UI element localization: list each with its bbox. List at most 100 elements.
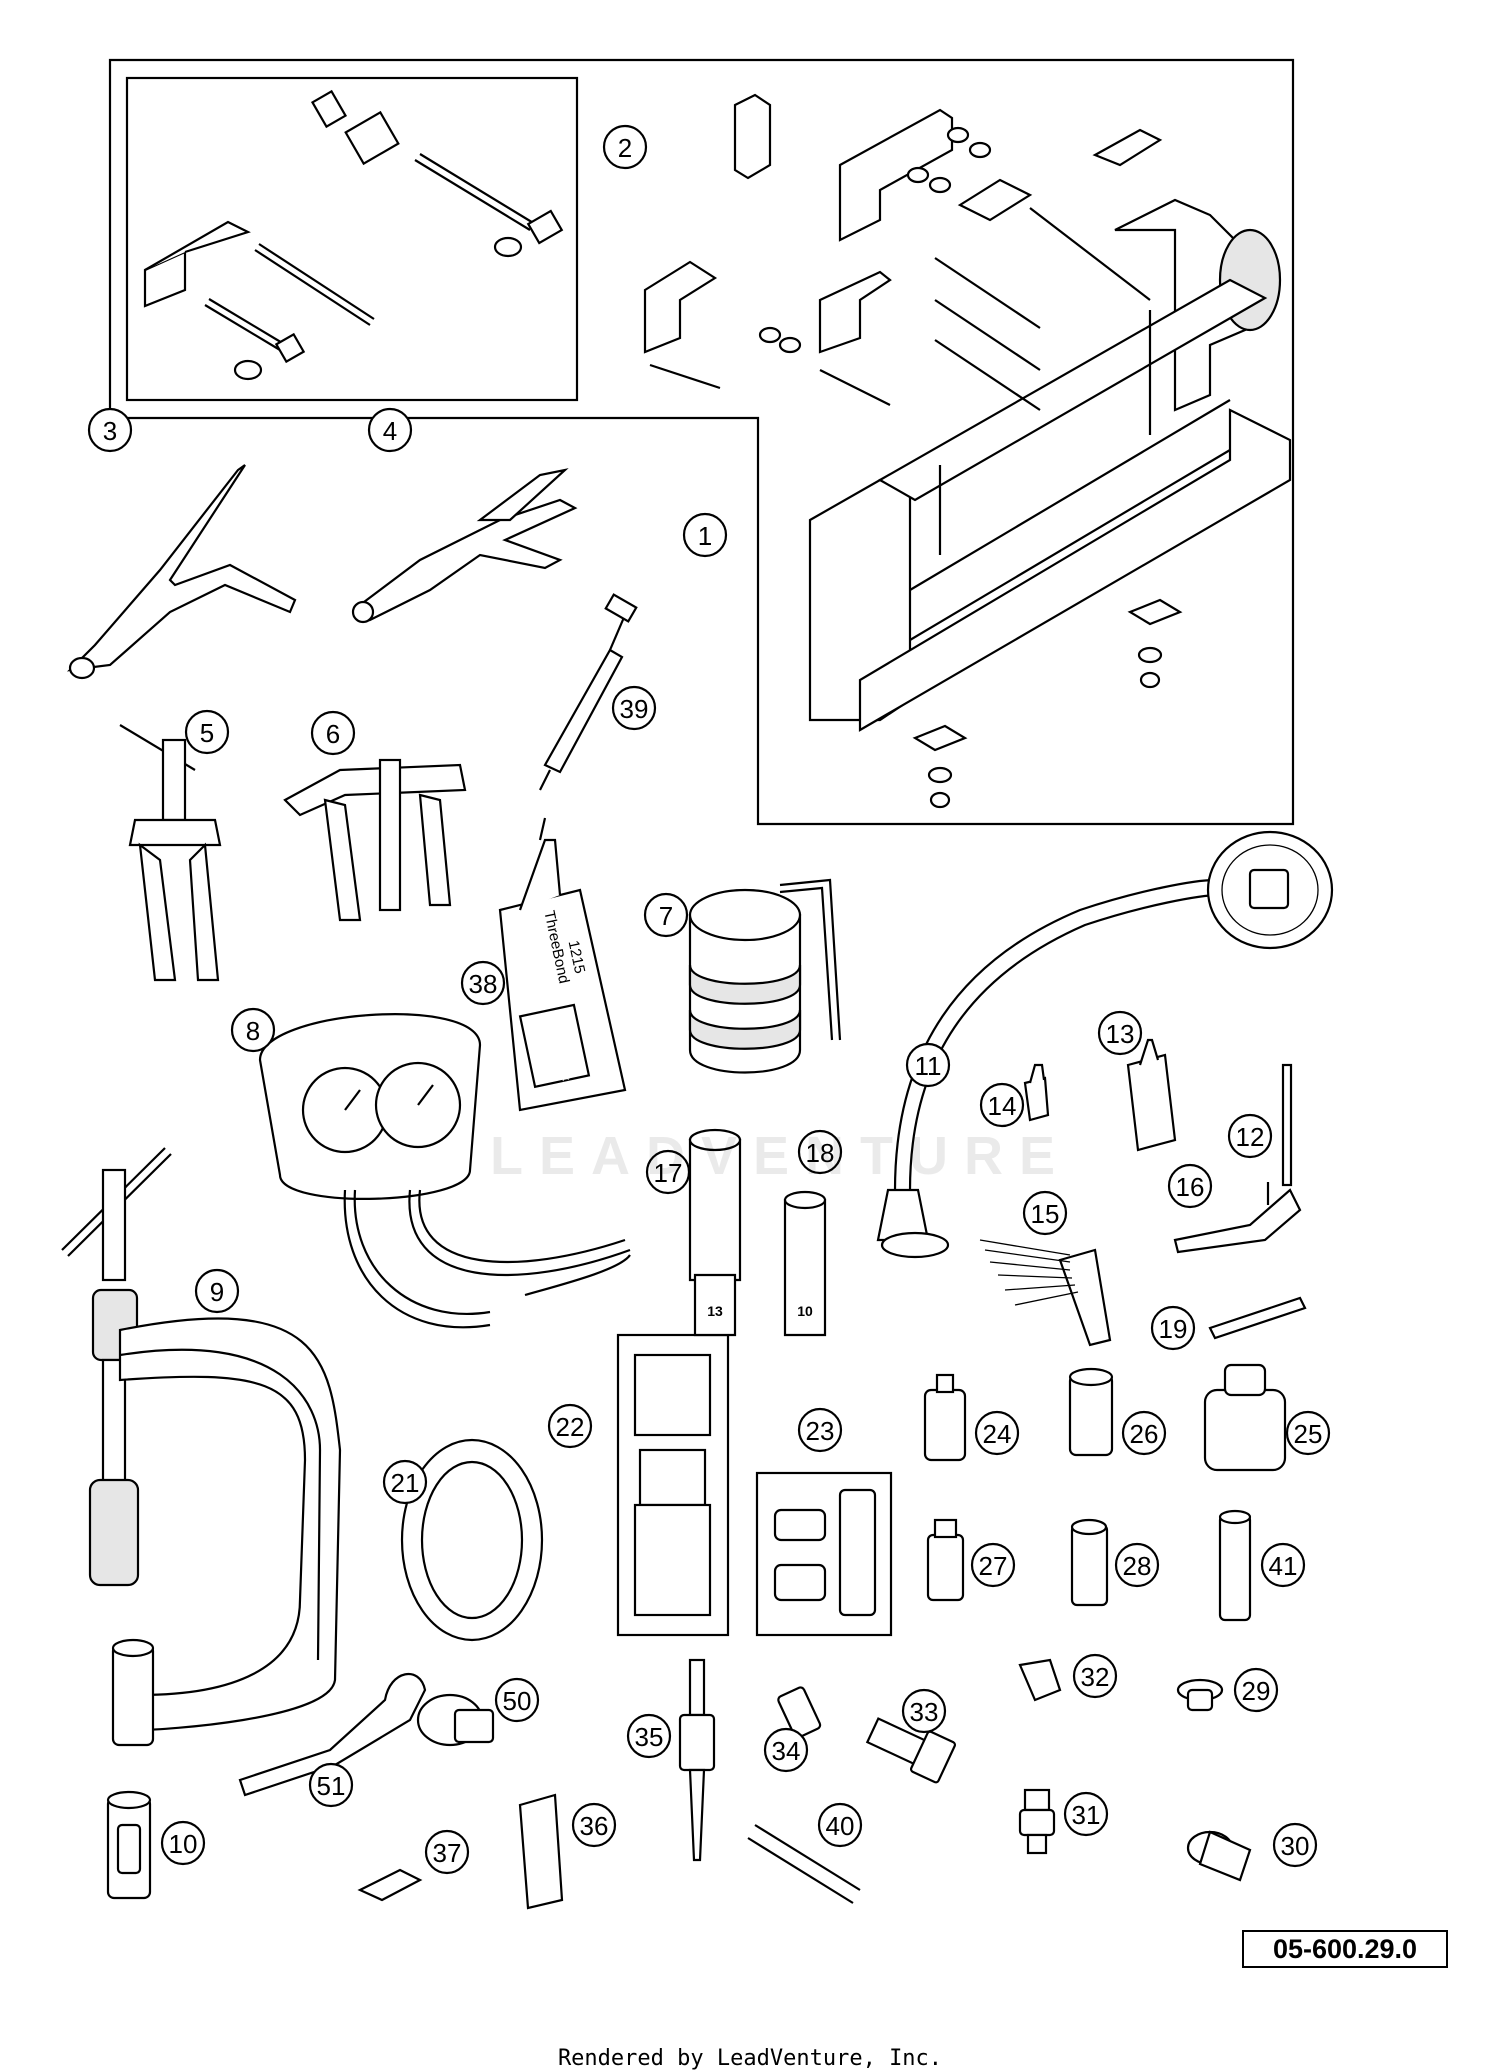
callout-24: 24: [974, 1410, 1020, 1456]
callout-circle: [1285, 1410, 1331, 1456]
render-credit: Rendered by LeadVenture, Inc.: [557, 2046, 943, 2071]
callout-number: 34: [772, 1736, 801, 1766]
callout-number: 33: [910, 1697, 939, 1727]
callout-number: 22: [556, 1412, 585, 1442]
callout-circle: [1167, 1163, 1213, 1209]
callout-number: 40: [826, 1811, 855, 1841]
part-36-plate: [518, 1793, 564, 1910]
callout-circle: [547, 1403, 593, 1449]
callout-4: 4: [367, 407, 413, 453]
part-24-drift: [923, 1373, 967, 1462]
callout-number: 29: [1242, 1676, 1271, 1706]
part-38-threebond-tube: ThreeBond 1215 Sealing Agent: [498, 817, 627, 1112]
callout-circle: [494, 1677, 540, 1723]
part-23-pressing-tool: [773, 1488, 877, 1617]
callout-number: 39: [620, 694, 649, 724]
callout-circle: [797, 1407, 843, 1453]
callout-39: 39: [611, 685, 657, 731]
callout-9: 9: [194, 1268, 240, 1314]
callout-number: 4: [383, 416, 397, 446]
part-4-pliers: [351, 468, 578, 624]
callout-2: 2: [602, 124, 648, 170]
callout-circle: [308, 1762, 354, 1808]
callout-19: 19: [1150, 1305, 1196, 1351]
callout-34: 34: [763, 1727, 809, 1773]
callout-circle: [1072, 1653, 1118, 1699]
callout-18: 18: [797, 1129, 843, 1175]
diagram-code-box: 05-600.29.0: [1242, 1930, 1448, 1968]
callout-circle: [797, 1129, 843, 1175]
part-27-drift: [926, 1518, 965, 1602]
callout-number: 12: [1236, 1122, 1265, 1152]
watermark: LEADVENTURE: [490, 1126, 1072, 1186]
callout-circle: [970, 1542, 1016, 1588]
callout-circle: [1121, 1410, 1167, 1456]
callout-circle: [160, 1820, 206, 1866]
part-34-screw: [777, 1686, 822, 1739]
callout-number: 23: [806, 1416, 835, 1446]
part-31-adapter: [1018, 1788, 1056, 1855]
callout-number: 15: [1031, 1199, 1060, 1229]
callout-circle: [460, 960, 506, 1006]
callout-14: 14: [979, 1082, 1025, 1128]
callout-40: 40: [817, 1802, 863, 1848]
callout-circle: [974, 1410, 1020, 1456]
callout-number: 32: [1081, 1662, 1110, 1692]
callout-6: 6: [310, 710, 356, 756]
callout-number: 6: [326, 719, 340, 749]
part-18-socket: 10: [783, 1190, 827, 1337]
callout-number: 36: [580, 1811, 609, 1841]
callout-number: 31: [1072, 1800, 1101, 1830]
callout-number: 10: [169, 1829, 198, 1859]
callout-1: 1: [682, 512, 728, 558]
part-50-adapter: [416, 1693, 495, 1747]
callout-number: 16: [1176, 1172, 1205, 1202]
callout-circle: [1233, 1667, 1279, 1713]
callout-circle: [1022, 1190, 1068, 1236]
callout-13: 13: [1097, 1010, 1143, 1056]
callout-number: 13: [1106, 1019, 1135, 1049]
callout-circle: [905, 1042, 951, 1088]
callout-26: 26: [1121, 1410, 1167, 1456]
callout-35: 35: [626, 1713, 672, 1759]
callout-32: 32: [1072, 1653, 1118, 1699]
callout-circle: [184, 709, 230, 755]
part-6-puller: [283, 758, 467, 922]
part-30-plug: [1186, 1830, 1252, 1882]
callout-number: 37: [433, 1838, 462, 1868]
callout-circle: [979, 1082, 1025, 1128]
part-5-puller: [119, 724, 222, 982]
callout-15: 15: [1022, 1190, 1068, 1236]
callout-51: 51: [308, 1762, 354, 1808]
callout-25: 25: [1285, 1410, 1331, 1456]
part-22-pressing-tool: [633, 1353, 712, 1617]
callout-circle: [901, 1688, 947, 1734]
callout-number: 38: [469, 969, 498, 999]
callout-28: 28: [1114, 1542, 1160, 1588]
callout-number: 7: [659, 901, 673, 931]
part-33-bolt: [865, 1717, 957, 1784]
callout-circle: [611, 685, 657, 731]
callout-number: 1: [698, 521, 712, 551]
callout-number: 8: [246, 1016, 260, 1046]
part-7-ring-compressor: [688, 878, 842, 1074]
part-14-bottle: [1023, 1063, 1050, 1122]
part-17-socket: 13: [688, 1128, 742, 1337]
part-37-holder: [357, 1868, 423, 1902]
part-11-dial-indicator: [876, 830, 1334, 1259]
callout-number: 21: [391, 1468, 420, 1498]
part-21-clutch-holder: [400, 1438, 544, 1642]
callout-circle: [626, 1713, 672, 1759]
callout-number: 28: [1123, 1551, 1152, 1581]
tube-38-number: 1215: [565, 939, 589, 975]
callout-41: 41: [1260, 1542, 1306, 1588]
callout-33: 33: [901, 1688, 947, 1734]
callout-number: 50: [503, 1686, 532, 1716]
callout-5: 5: [184, 709, 230, 755]
part-3-pliers: [66, 464, 297, 680]
part-19-plate: [1208, 1296, 1307, 1340]
callout-number: 17: [654, 1158, 683, 1188]
part-40-threaded-rod: [747, 1824, 861, 1904]
callout-17: 17: [645, 1149, 691, 1195]
